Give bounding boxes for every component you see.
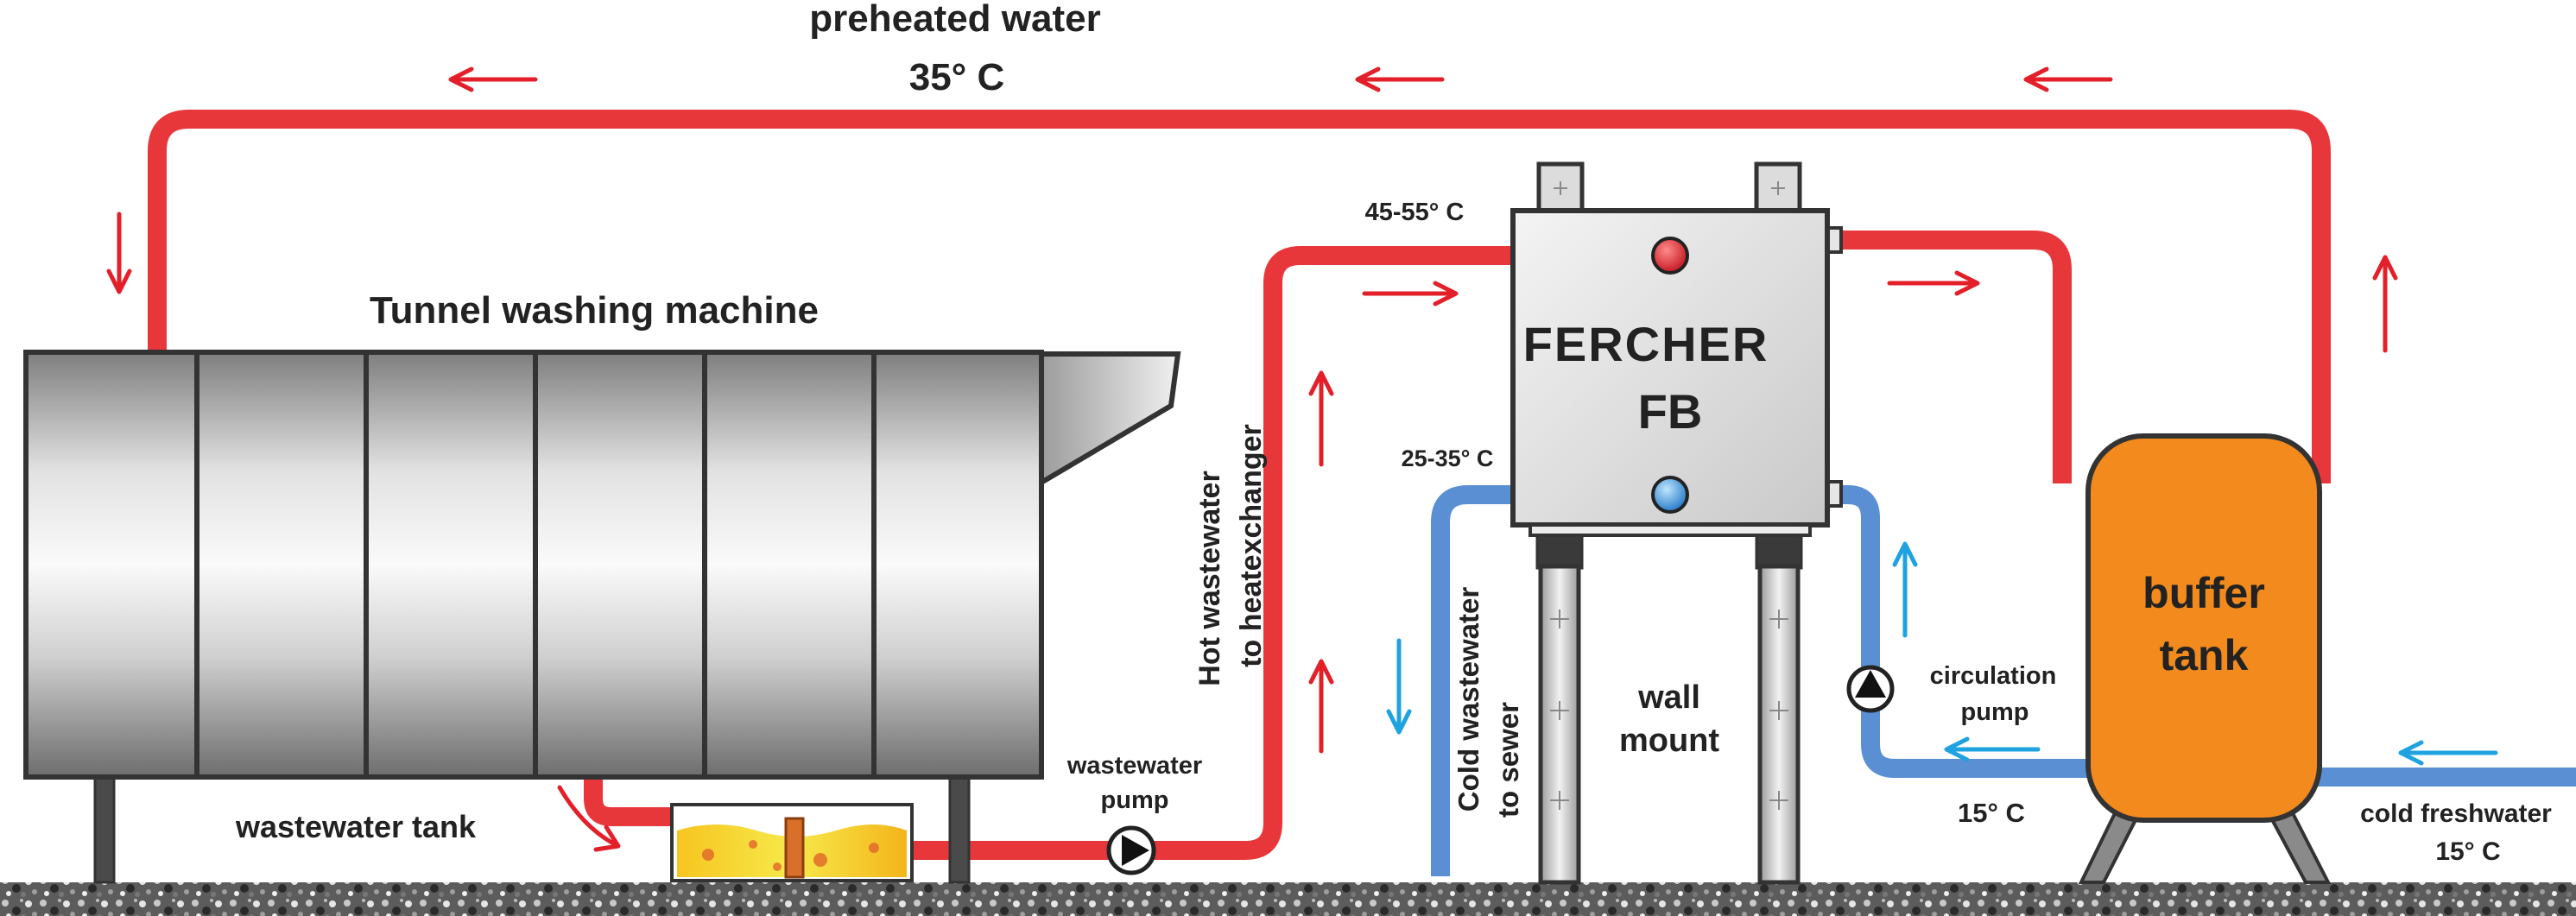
hot-wastewater-label-2: to heatexchanger [1235,424,1268,667]
circulation-pump-label-2: pump [1961,698,2029,726]
hx-name-line-2: FB [1638,384,1703,439]
tank-outlet-pipe [784,817,805,879]
buffer-tank [2078,433,2332,884]
circulation-temp: 15° C [1958,798,2025,828]
arrow-curved-icon [557,785,621,852]
hx-to-buffer-pipe [1836,231,2072,483]
flow-arrows [106,66,2498,852]
arrow-up-icon [1892,541,1918,638]
arrow-up-icon [2372,255,2398,353]
cold-wastewater-label-2: to sewer [1492,702,1524,818]
freshwater-label-1: cold freshwater [2360,799,2552,828]
preheated-water-temp: 35° C [909,56,1005,98]
arrow-down-icon [106,212,132,294]
wastewater-pump-icon [1106,825,1156,875]
cold-outlet-connector-icon [1651,476,1689,514]
wall-mount [1535,534,1803,885]
hot-wastewater-pipe [584,777,691,826]
tunnel-washing-machine [23,350,1181,884]
buffer-tank-label-2: tank [2160,631,2249,679]
hx-inlet-temp: 45-55° C [1365,199,1465,226]
circulation-pump-icon [1846,665,1895,713]
arrow-up-icon [1308,659,1334,754]
arrow-left-icon [1355,66,1445,92]
arrow-right-icon [1887,270,1980,296]
wastewater-pump-label-1: wastewater [1066,752,1202,780]
arrow-left-icon [2398,740,2498,766]
labels: preheated water 35° C Tunnel washing mac… [235,0,2552,866]
wall-mount-label-2: mount [1619,723,1719,759]
pipes [148,110,2576,876]
wastewater-tank-label: wastewater tank [235,809,477,844]
arrow-down-icon [1386,638,1412,735]
machine-label: Tunnel washing machine [370,289,819,332]
hx-outlet-temp: 25-35° C [1402,445,1494,471]
hot-wastewater-label-1: Hot wastewater [1193,471,1226,685]
circulation-pipe [1836,485,2092,778]
arrow-up-icon [1308,370,1334,467]
cold-wastewater-pipe [1431,485,1668,876]
cold-wastewater-label-1: Cold wastewater [1453,587,1484,812]
hx-name-line-1: FERCHER [1523,317,1769,371]
arrow-left-icon [1944,736,2041,762]
arrow-left-icon [2023,66,2113,92]
ground [0,882,2576,916]
freshwater-label-2: 15° C [2435,837,2500,866]
hot-wastewater-riser [907,246,1667,860]
arrow-right-icon [1362,281,1459,306]
wastewater-tank [670,803,914,882]
hot-inlet-connector-icon [1651,237,1689,275]
preheated-water-label: preheated water [809,0,1100,40]
circulation-pump-label-1: circulation [1930,662,2057,690]
wall-mount-label-1: wall [1637,679,1700,716]
arrow-left-icon [448,66,538,92]
wastewater-pump-label-2: pump [1101,786,1169,814]
preheated-water-pipe [148,110,2331,483]
fercher-heat-exchanger [1510,161,1843,537]
buffer-tank-label-1: buffer [2142,569,2265,617]
